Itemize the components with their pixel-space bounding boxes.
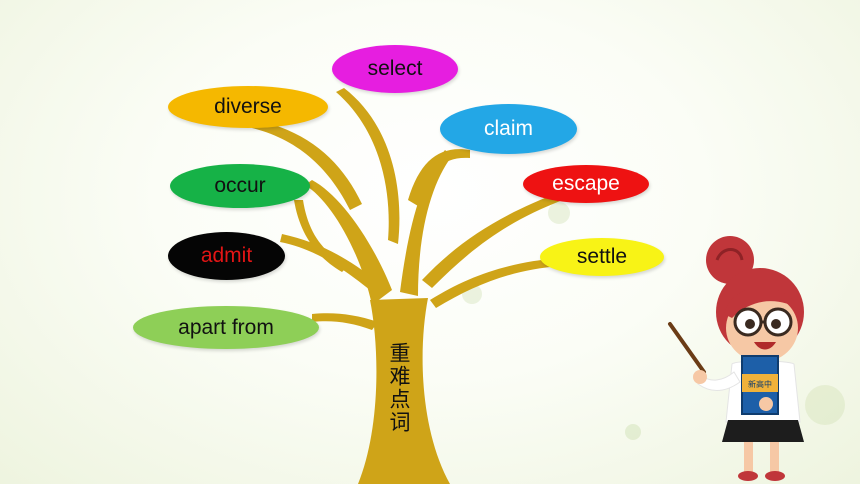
word-occur: occur	[214, 174, 266, 197]
decor-circle	[548, 202, 570, 224]
word-bubble-occur: occur	[170, 164, 310, 208]
word-diverse: diverse	[214, 95, 282, 118]
word-claim: claim	[483, 117, 533, 140]
word-apart-from: apart from	[178, 315, 274, 339]
trunk-label: 重难点词	[387, 342, 411, 434]
word-bubble-claim: claim	[440, 104, 577, 154]
word-bubble-select: select	[332, 45, 458, 93]
word-bubble-diverse: diverse	[168, 86, 328, 128]
word-bubble-settle: settle	[540, 238, 664, 276]
word-bubble-apart-from: apart from	[133, 306, 319, 349]
decor-circle	[805, 385, 845, 425]
word-bubble-escape: escape	[523, 165, 649, 203]
decor-circle	[625, 424, 641, 440]
word-admit: admit	[200, 244, 253, 267]
book-title: 新高中	[748, 379, 772, 389]
word-settle: settle	[576, 245, 628, 268]
word-bubble-admit: admit	[168, 232, 285, 280]
word-escape: escape	[552, 172, 620, 195]
word-select: select	[367, 57, 423, 80]
teacher-illustration: 新高中	[668, 236, 804, 481]
